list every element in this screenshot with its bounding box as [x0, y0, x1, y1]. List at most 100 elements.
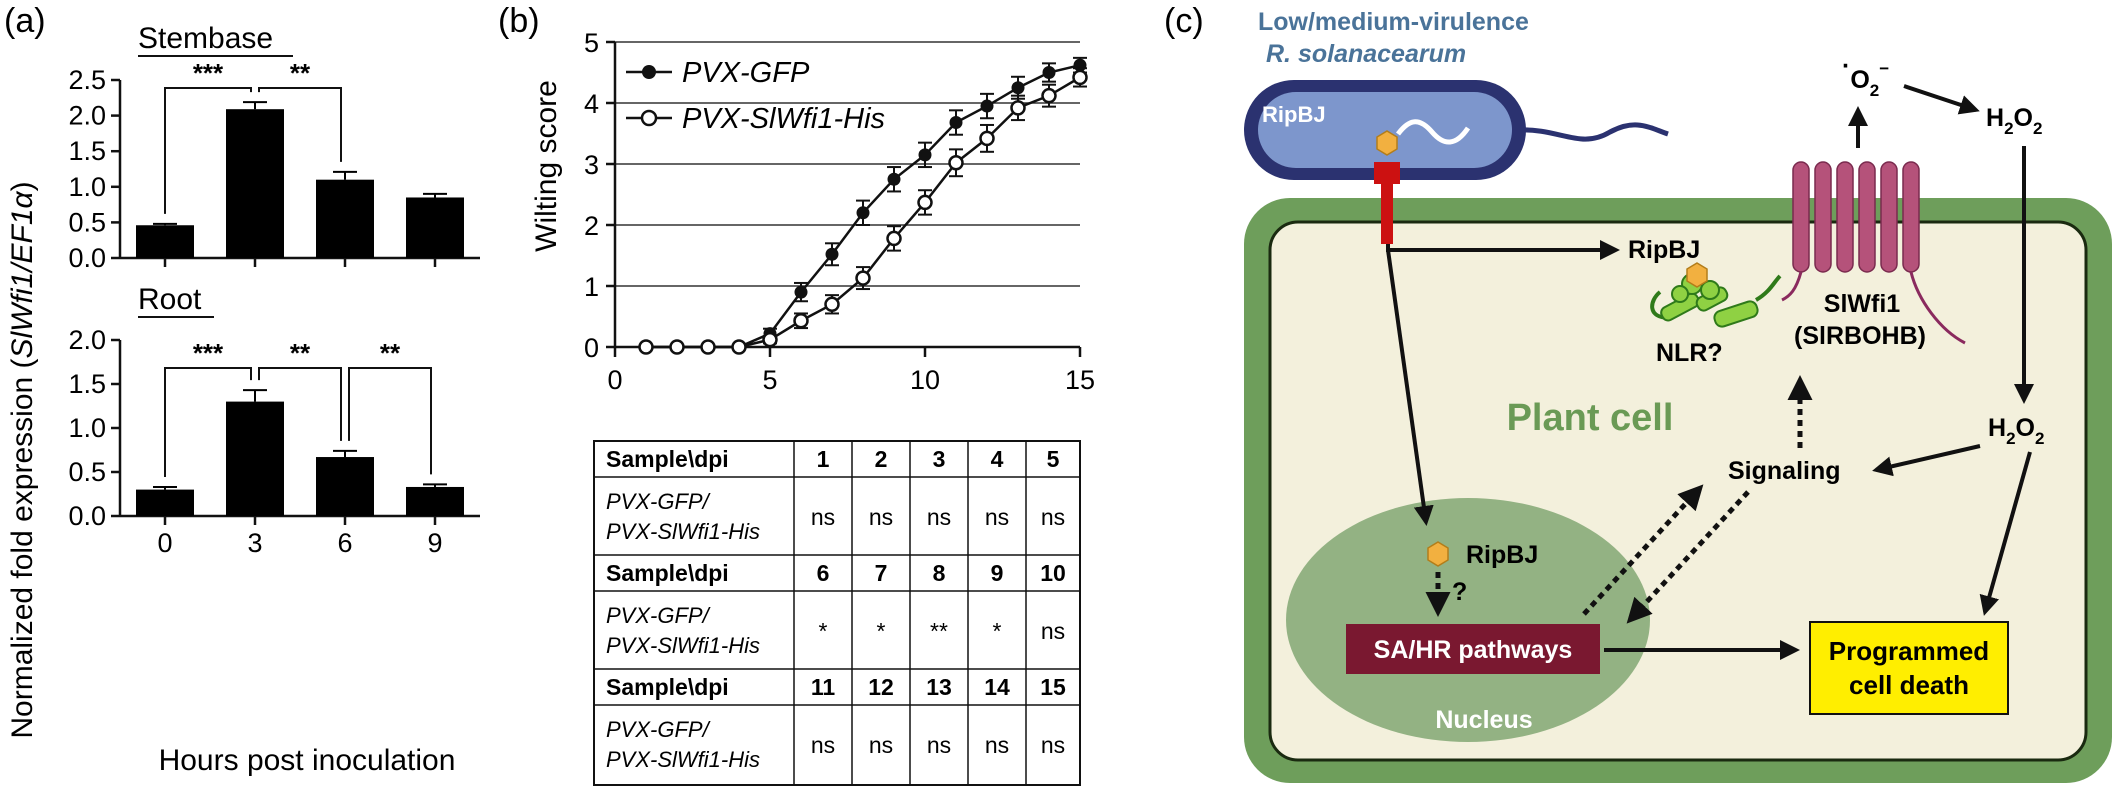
- table-significance-cell: ns: [985, 732, 1009, 758]
- table-significance-cell: ns: [927, 732, 951, 758]
- significance-bracket: [258, 367, 342, 441]
- nlr-label: NLR?: [1656, 339, 1723, 367]
- y-tick-label: 3: [584, 150, 599, 180]
- wilting-legend: PVX-GFP PVX-SlWfi1-His: [626, 57, 885, 135]
- data-point: [825, 247, 839, 261]
- table-sample-cell: PVX-GFP/: [606, 717, 711, 742]
- data-point: [1011, 81, 1025, 95]
- data-point: [856, 206, 870, 220]
- table-sample-cell: PVX-SlWfi1-His: [606, 633, 760, 658]
- bacterium-title-line2: R. solanacearum: [1266, 40, 1466, 68]
- data-point: [762, 331, 778, 348]
- y-tick-label: 5: [584, 28, 599, 58]
- bar-0: [136, 489, 194, 516]
- bacterial-dna: [1396, 119, 1471, 145]
- chart-title-stembase: Stembase: [138, 22, 273, 55]
- y-tick-label: 0.0: [68, 501, 106, 531]
- significance-label: ***: [193, 58, 224, 88]
- x-tick-label: 9: [427, 528, 442, 558]
- y-tick-label: 2: [584, 211, 599, 241]
- y-tick-label: 2.5: [68, 65, 106, 95]
- x-tick-label: 0: [157, 528, 172, 558]
- table-dpi-cell: 11: [811, 674, 836, 700]
- h2o2-top-label: H2O2: [1986, 104, 2042, 138]
- table-significance-cell: ns: [927, 504, 951, 530]
- slwfi1-label: SlWfi1: [1824, 290, 1900, 318]
- panel-a: (a) Normalized fold expression (SlWfi1/E…: [4, 2, 480, 777]
- table-significance-cell: *: [993, 618, 1002, 644]
- table-dpi-cell: 8: [933, 560, 946, 586]
- data-point: [1072, 69, 1088, 86]
- signaling-label: Signaling: [1728, 457, 1841, 485]
- table-dpi-cell: 15: [1040, 674, 1066, 700]
- bacterium-title-line1: Low/medium-virulence: [1258, 8, 1529, 36]
- bacterium-body: [1258, 92, 1512, 168]
- arrow-h2o2-to-pcd: [1979, 451, 2032, 616]
- panel-a-label: (a): [4, 2, 46, 40]
- table-dpi-cell: 10: [1040, 560, 1066, 586]
- panel-a-xlabel: Hours post inoculation: [159, 744, 456, 777]
- legend-entry-pvx-gfp: PVX-GFP: [682, 57, 810, 89]
- significance-label: **: [290, 58, 311, 88]
- y-tick-label: 2.0: [68, 101, 106, 131]
- y-tick-label: 0.5: [68, 457, 106, 487]
- data-point: [824, 296, 840, 313]
- panel-b-label: (b): [498, 2, 540, 40]
- pcd-label-line2: cell death: [1849, 670, 1969, 700]
- arrow-h2o2-to-signaling: [1872, 444, 1981, 477]
- table-significance-cell: ns: [811, 732, 835, 758]
- x-tick-label: 0: [607, 365, 622, 395]
- legend-marker-filled: [642, 65, 656, 79]
- table-significance-cell: ns: [985, 504, 1009, 530]
- x-tick-label: 15: [1065, 365, 1095, 395]
- panel-b-ylabel: Wilting score: [530, 80, 563, 252]
- pcd-label-line1: Programmed: [1829, 636, 1989, 666]
- nucleus-label: Nucleus: [1435, 706, 1532, 734]
- plant-cell-label: Plant cell: [1507, 397, 1674, 439]
- table-header-cell: Sample\dpi: [606, 674, 729, 700]
- data-point: [949, 116, 963, 130]
- data-point: [855, 270, 871, 286]
- data-point: [887, 172, 901, 186]
- secretion-system: [1374, 162, 1400, 184]
- panel-c-label: (c): [1164, 2, 1204, 40]
- bar-6: [316, 179, 374, 258]
- secretion-channel: [1381, 184, 1393, 244]
- bar-9: [406, 486, 464, 516]
- data-point: [793, 313, 809, 329]
- table-header-cell: Sample\dpi: [606, 446, 729, 472]
- y-tick-label: 0.0: [68, 243, 106, 273]
- data-point: [669, 339, 685, 355]
- y-tick-label: 1: [584, 272, 599, 302]
- y-tick-label: 1.0: [68, 172, 106, 202]
- table-dpi-cell: 2: [875, 446, 888, 472]
- ripbj-effector-nucleus-icon: [1427, 541, 1449, 567]
- data-point: [980, 99, 994, 113]
- nucleus: [1286, 498, 1650, 742]
- significance-label: **: [380, 338, 401, 368]
- table-dpi-cell: 3: [933, 446, 946, 472]
- table-significance-cell: ns: [1041, 732, 1065, 758]
- bar-6: [316, 457, 374, 516]
- x-tick-label: 3: [247, 528, 262, 558]
- table-sample-cell: PVX-SlWfi1-His: [606, 519, 760, 544]
- arrow-signaling-to-sahr: [1626, 490, 1750, 624]
- table-significance-cell: *: [877, 618, 886, 644]
- y-tick-label: 1.5: [68, 136, 106, 166]
- data-point: [979, 130, 995, 147]
- table-dpi-cell: 4: [991, 446, 1004, 472]
- ripbj-nucleus-label: RipBJ: [1466, 541, 1538, 569]
- data-point: [638, 339, 654, 355]
- ripbj-effector-bacterium-icon: [1376, 130, 1398, 156]
- x-tick-label: 10: [910, 365, 940, 395]
- panel-c: (c) Plant cell Nucleus Low/medium-virule…: [1164, 2, 2112, 783]
- significance-bracket: [164, 87, 252, 214]
- superoxide-label: ·O2−: [1842, 52, 1889, 100]
- y-tick-label: 0: [584, 333, 599, 363]
- table-dpi-cell: 6: [817, 560, 830, 586]
- panel-a-ylabel: Normalized fold expression (SlWfi1/EF1α): [6, 181, 39, 738]
